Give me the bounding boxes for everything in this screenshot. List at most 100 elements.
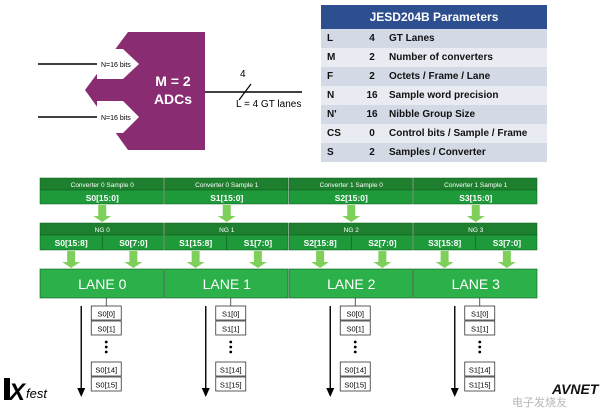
param-description: Sample word precision: [383, 86, 547, 105]
ellipsis-dot: [353, 345, 357, 349]
ng-right-arrow-shaft: [129, 251, 138, 263]
param-value: 4: [361, 29, 383, 48]
ng-right-arrow-head: [497, 262, 516, 268]
ng-right-arrow-head: [124, 262, 143, 268]
xfest-logo-text: fest: [26, 386, 48, 401]
ng-left-value: S3[15:8]: [428, 238, 461, 248]
param-description: Nibble Group Size: [383, 105, 547, 124]
sample-to-ng-arrow-head: [466, 216, 485, 222]
ellipsis-dot: [353, 340, 357, 344]
param-value: 2: [361, 143, 383, 162]
param-symbol: M: [321, 48, 361, 67]
sample-value: S3[15:0]: [459, 193, 492, 203]
ellipsis-dot: [229, 340, 233, 344]
bit-label: S0[14]: [95, 366, 117, 375]
ng-right-arrow-head: [373, 262, 392, 268]
bit-label: S1[1]: [222, 325, 240, 334]
ng-left-arrow-head: [435, 262, 454, 268]
ellipsis-dot: [229, 350, 233, 354]
ng-left-value: S1[15:8]: [179, 238, 212, 248]
adc-input-top: [97, 49, 139, 79]
ng-header: NG 2: [344, 227, 360, 234]
bit-box: [464, 376, 496, 392]
param-description: Number of converters: [383, 48, 547, 67]
param-symbol: F: [321, 67, 361, 86]
param-description: Samples / Converter: [383, 143, 547, 162]
sample-value: S2[15:0]: [335, 193, 368, 203]
bus-count: 4: [240, 69, 246, 80]
param-symbol: L: [321, 29, 361, 48]
ng-right-arrow-head: [248, 262, 267, 268]
ng-value-box: [413, 234, 538, 251]
ng-right-value: S0[7:0]: [119, 238, 148, 248]
adc-input-bottom: [97, 101, 139, 133]
sample-value: S0[15:0]: [86, 193, 119, 203]
ellipsis-dot: [478, 350, 482, 354]
bit-box: [339, 361, 371, 377]
lane-label: LANE 1: [203, 276, 251, 292]
bit-box: [215, 376, 247, 392]
sample-to-ng-arrow-shaft: [98, 205, 107, 217]
ellipsis-dot: [104, 345, 108, 349]
ellipsis-dot: [104, 350, 108, 354]
parameters-title: JESD204B Parameters: [321, 5, 547, 29]
ellipsis-dot: [229, 345, 233, 349]
xfest-logo-bar: [4, 378, 10, 400]
bit-label: S1[15]: [220, 381, 242, 390]
param-symbol: N: [321, 86, 361, 105]
adc-input-bottom-label: N=16 bits: [101, 115, 131, 122]
bit-label: S0[15]: [344, 381, 366, 390]
bit-label: S0[0]: [346, 310, 364, 319]
bit-label: S0[14]: [344, 366, 366, 375]
ng-left-arrow-head: [186, 262, 205, 268]
adc-title-line1: M = 2: [155, 73, 191, 89]
ng-value-box: [164, 234, 289, 251]
bit-label: S1[14]: [220, 366, 242, 375]
sample-to-ng-arrow-head: [217, 216, 236, 222]
bit-box: [215, 320, 247, 336]
sample-to-ng-arrow-head: [93, 216, 112, 222]
adc-block: N=16 bits N=16 bits M = 2 ADCs 4 L = 4 G…: [38, 32, 302, 150]
bit-label: S0[0]: [97, 310, 115, 319]
ng-right-arrow-shaft: [378, 251, 387, 263]
ng-left-arrow-shaft: [67, 251, 76, 263]
param-description: GT Lanes: [383, 29, 547, 48]
ng-left-arrow-shaft: [316, 251, 325, 263]
ng-right-arrow-shaft: [253, 251, 262, 263]
sample-to-ng-arrow-shaft: [471, 205, 480, 217]
ng-left-arrow-head: [62, 262, 81, 268]
bit-box: [339, 320, 371, 336]
param-symbol: CS: [321, 124, 361, 143]
bus-slash: [238, 83, 252, 101]
bit-label: S1[0]: [222, 310, 240, 319]
ng-right-value: S3[7:0]: [493, 238, 522, 248]
stream-arrow-head: [201, 388, 210, 397]
bit-box: [339, 376, 371, 392]
watermark-text: 电子发烧友: [512, 395, 567, 409]
stream-arrow-head: [326, 388, 335, 397]
param-value: 0: [361, 124, 383, 143]
sample-value: S1[15:0]: [210, 193, 243, 203]
ng-header: NG 3: [468, 227, 484, 234]
adc-input-top-label: N=16 bits: [101, 62, 131, 69]
lane-box: [413, 268, 538, 299]
bit-label: S0[15]: [95, 381, 117, 390]
ellipsis-dot: [104, 340, 108, 344]
ng-left-arrow-shaft: [191, 251, 200, 263]
sample-header: Converter 0 Sample 1: [195, 182, 259, 189]
sample-to-ng-arrow-head: [342, 216, 361, 222]
param-value: 2: [361, 48, 383, 67]
sample-value-box: [413, 189, 538, 205]
ng-right-value: S1[7:0]: [244, 238, 273, 248]
sample-value-box: [39, 189, 164, 205]
bit-box: [90, 361, 122, 377]
bit-box: [90, 320, 122, 336]
